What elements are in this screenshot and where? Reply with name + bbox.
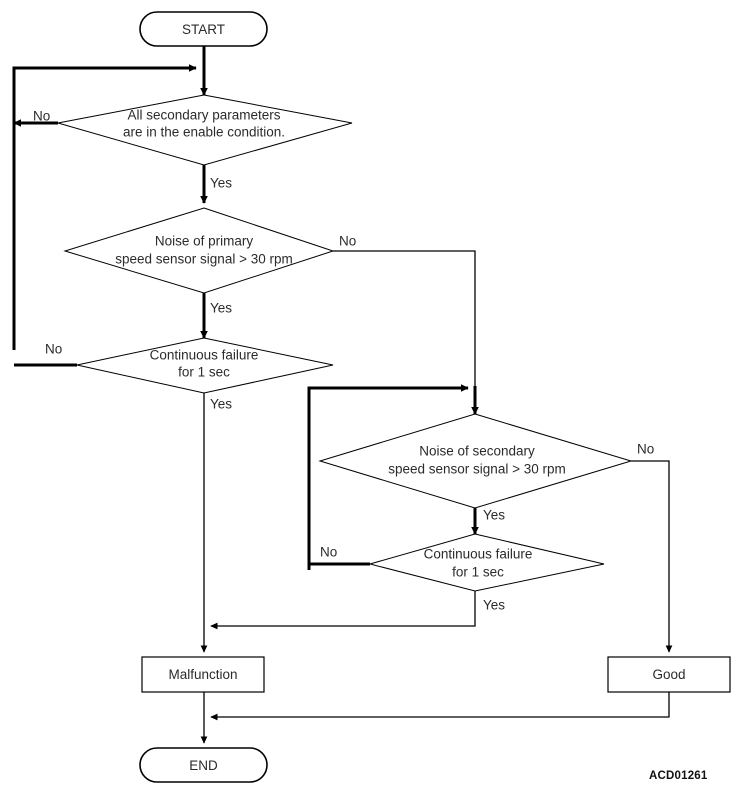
node-malfunction-label: Malfunction	[168, 667, 237, 682]
connector-d2-no-right	[333, 250, 476, 386]
connector-d5-yes-to-malfunction	[210, 591, 476, 630]
edge-label-d5-yes: Yes	[483, 598, 505, 613]
edge-label-d4-yes: Yes	[483, 508, 505, 523]
edge-label-d3-yes: Yes	[210, 397, 232, 412]
node-decision-continuous-failure-primary[interactable]: Continuous failure for 1 sec	[76, 337, 334, 394]
node-decision-secondary-parameters[interactable]: All secondary parameters are in the enab…	[57, 94, 353, 166]
edge-label-d4-no: No	[637, 442, 654, 457]
edge-label-d5-no: No	[320, 545, 337, 560]
node-good[interactable]: Good	[607, 656, 731, 693]
reference-code-label: ACD01261	[649, 770, 708, 782]
node-d5-label-line2: for 1 sec	[452, 565, 504, 580]
node-decision-continuous-failure-secondary[interactable]: Continuous failure for 1 sec	[368, 533, 605, 592]
node-good-label: Good	[652, 667, 685, 682]
node-decision-noise-secondary[interactable]: Noise of secondary speed sensor signal >…	[318, 413, 633, 509]
edge-label-d1-yes: Yes	[210, 176, 232, 191]
node-start[interactable]: START	[139, 11, 268, 47]
node-d2-label-line2: speed sensor signal > 30 rpm	[115, 252, 292, 267]
node-d4-label-line1: Noise of secondary	[419, 444, 535, 459]
edge-label-d2-yes: Yes	[210, 301, 232, 316]
node-d3-label-line2: for 1 sec	[178, 365, 230, 380]
connector-good-to-end	[210, 692, 670, 721]
connector-right-loop-return	[307, 384, 469, 570]
edge-label-d1-no: No	[33, 109, 50, 124]
node-start-label: START	[182, 22, 225, 37]
node-end[interactable]: END	[139, 747, 268, 783]
node-d2-label-line1: Noise of primary	[155, 234, 254, 249]
node-d5-label-line1: Continuous failure	[424, 547, 533, 562]
node-d4-label-line2: speed sensor signal > 30 rpm	[388, 462, 565, 477]
node-d1-label-line2: are in the enable condition.	[123, 125, 285, 140]
node-malfunction[interactable]: Malfunction	[141, 656, 265, 693]
connector-left-loop-return	[12, 64, 197, 350]
node-decision-noise-primary[interactable]: Noise of primary speed sensor signal > 3…	[63, 207, 335, 294]
connector-d4-no-to-good	[631, 460, 673, 653]
node-end-label: END	[189, 758, 218, 773]
edge-label-d2-no: No	[339, 234, 356, 249]
edge-label-d3-no: No	[45, 342, 62, 357]
node-d3-label-line1: Continuous failure	[150, 348, 259, 363]
node-d1-label-line1: All secondary parameters	[127, 108, 280, 123]
